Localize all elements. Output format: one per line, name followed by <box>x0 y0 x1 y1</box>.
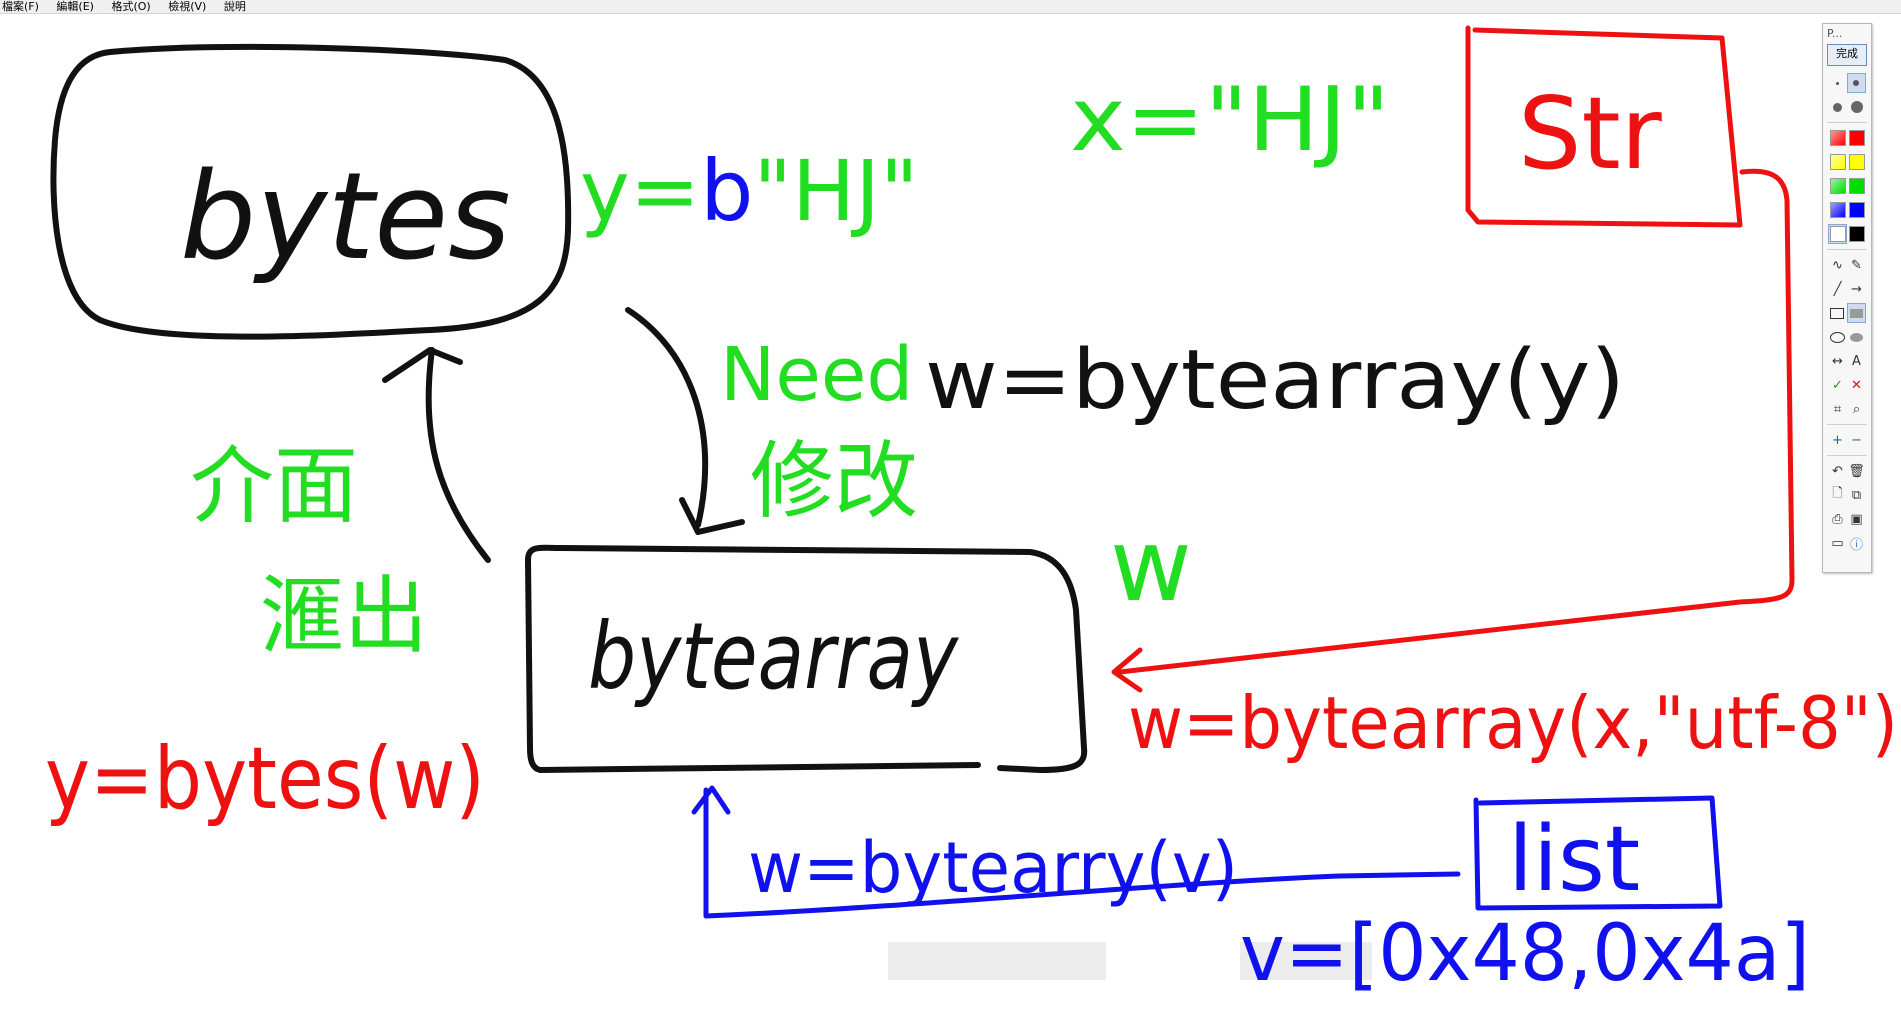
list-label: list <box>1508 807 1640 912</box>
color-blue-light-swatch[interactable] <box>1828 200 1847 220</box>
pen-size-medium-icon[interactable] <box>1846 73 1866 93</box>
bytes-label: bytes <box>180 148 511 287</box>
bytearray-label: bytearray <box>588 603 959 710</box>
color-red-light-swatch[interactable] <box>1828 128 1847 148</box>
delete-icon[interactable]: 🗑 <box>1848 463 1865 479</box>
filled-rectangle-icon[interactable] <box>1846 303 1866 323</box>
bytearray-from-v: w=bytearry(v) <box>748 827 1238 909</box>
line-icon[interactable]: ╱ <box>1833 281 1842 297</box>
menu-help[interactable]: 說明 <box>223 0 246 13</box>
color-green-light-swatch[interactable] <box>1828 176 1847 196</box>
zoom-icon[interactable]: ⌕ <box>1852 401 1861 417</box>
check-icon[interactable]: ✓ <box>1832 377 1843 393</box>
export-label: 滙出 <box>260 567 428 665</box>
bytearray-from-y: w=bytearray(y) <box>925 333 1625 428</box>
screen-icon[interactable]: ▭ <box>1831 535 1844 551</box>
rectangle-icon[interactable] <box>1828 303 1847 323</box>
color-black-swatch[interactable] <box>1847 224 1866 244</box>
menu-edit[interactable]: 編輯(E) <box>56 0 94 13</box>
value-label: 介面 <box>190 437 358 535</box>
str-label: Str <box>1518 75 1663 192</box>
faded-region-right <box>1240 942 1372 980</box>
color-yellow-swatch[interactable] <box>1847 152 1866 172</box>
list-value: v=[0x48,0x4a] <box>1240 909 1810 999</box>
eraser-icon[interactable]: ✎ <box>1851 257 1862 273</box>
palette-title: P... <box>1827 27 1843 40</box>
menu-bar: 檔案(F) 編輯(E) 格式(O) 檢視(V) 說明 <box>0 0 1901 14</box>
bytes-blob-outline <box>50 43 572 340</box>
faded-region-left <box>888 942 1106 980</box>
x-str-literal: x="HJ" <box>1070 68 1390 171</box>
plus-icon[interactable]: + <box>1832 432 1843 448</box>
copy-icon[interactable]: ⧉ <box>1851 487 1862 503</box>
pen-size-small-icon[interactable] <box>1828 73 1847 93</box>
undo-icon[interactable]: ↶ <box>1832 463 1843 479</box>
modify-label: 修改 <box>750 432 918 530</box>
y-bytes-literal: y=b"HJ" <box>580 142 919 240</box>
info-icon[interactable]: ⓘ <box>1849 537 1863 553</box>
double-arrow-icon[interactable]: ↔ <box>1832 353 1843 369</box>
cross-icon[interactable]: ✕ <box>1851 377 1862 393</box>
bytes-from-w: y=bytes(w) <box>45 729 485 829</box>
done-button[interactable]: 完成 <box>1827 44 1867 66</box>
color-green-swatch[interactable] <box>1847 176 1866 196</box>
menu-format[interactable]: 格式(O) <box>111 0 151 13</box>
bytearray-box-outline <box>525 544 1088 773</box>
arrow-str-to-bytearray <box>1117 168 1795 675</box>
bytearray-from-x: w=bytearray(x,"utf-8") <box>1128 681 1898 765</box>
minus-icon[interactable]: − <box>1851 432 1862 448</box>
str-box-outline <box>1465 25 1743 228</box>
tool-palette: P... 完成 ∿ ✎ ╱ → <box>1822 23 1872 573</box>
color-white-swatch[interactable] <box>1828 224 1848 244</box>
color-yellow-light-swatch[interactable] <box>1828 152 1847 172</box>
color-red-swatch[interactable] <box>1847 128 1866 148</box>
print-icon[interactable]: ⎙ <box>1832 511 1843 527</box>
menu-file[interactable]: 檔案(F) <box>2 0 39 13</box>
color-blue-swatch[interactable] <box>1847 200 1866 220</box>
arrow-list-to-bytearray <box>703 787 1461 919</box>
freehand-icon[interactable]: ∿ <box>1832 257 1843 273</box>
text-icon[interactable]: A <box>1852 353 1861 369</box>
menu-view[interactable]: 檢視(V) <box>168 0 207 13</box>
pen-size-xlarge-icon[interactable] <box>1847 97 1866 117</box>
arrow-to-bytes <box>425 347 491 563</box>
filled-ellipse-icon[interactable] <box>1847 327 1866 347</box>
list-box-outline <box>1473 795 1723 911</box>
arrow-to-bytearray <box>625 307 709 528</box>
save-icon[interactable]: ▣ <box>1850 511 1863 527</box>
new-page-icon[interactable]: 🗋 <box>1832 486 1843 501</box>
pen-size-large-icon[interactable] <box>1828 97 1847 117</box>
ellipse-icon[interactable] <box>1828 327 1847 347</box>
need-label: Need <box>720 332 913 418</box>
arrow-icon[interactable]: → <box>1851 281 1862 297</box>
crop-icon[interactable]: ⌗ <box>1833 401 1842 417</box>
w-label: w <box>1110 507 1192 624</box>
